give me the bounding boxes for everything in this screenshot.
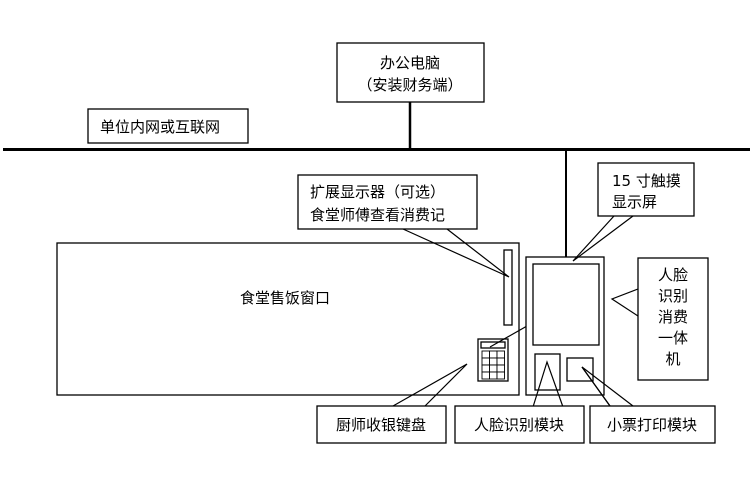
face-module-label: 人脸识别模块	[474, 416, 564, 434]
extension-display-pointer	[402, 228, 510, 278]
face-module-callout	[454, 405, 585, 444]
terminal-line5: 机	[665, 350, 680, 368]
canteen-window	[56, 242, 520, 396]
keypad-key	[481, 371, 490, 380]
keyboard-label: 厨师收银键盘	[336, 416, 426, 434]
touch-screen-line2: 显示屏	[612, 193, 657, 211]
printer-module-label: 小票打印模块	[607, 416, 697, 434]
keypad-icon	[477, 338, 509, 382]
extension-display-line1: 扩展显示器（可选）	[310, 183, 445, 201]
terminal-pointer	[610, 288, 639, 317]
keypad-key	[489, 371, 498, 380]
ticket-printer-slot	[566, 357, 594, 382]
keypad-key	[481, 364, 490, 373]
touch-screen-line1: 15 寸触摸	[612, 172, 681, 190]
keypad-key	[481, 357, 490, 366]
touch-screen-callout	[597, 162, 695, 217]
terminal-line1: 人脸	[658, 266, 688, 284]
keypad-key	[489, 364, 498, 373]
extension-display-line2: 食堂师傅查看消费记	[310, 206, 445, 224]
touch-screen-pointer	[572, 215, 634, 262]
terminal-line2: 识别	[658, 287, 688, 305]
face-module-pointer	[532, 360, 564, 408]
office-pc-line1: 办公电脑	[380, 54, 440, 72]
keypad-key	[481, 350, 490, 359]
printer-pointer	[581, 366, 634, 407]
network-label: 单位内网或互联网	[100, 118, 220, 136]
keyboard-pointer	[392, 363, 468, 407]
terminal-callout	[637, 257, 709, 381]
keypad-key	[489, 357, 498, 366]
keypad-key	[496, 364, 505, 373]
keypad-key	[489, 350, 498, 359]
keypad-key	[496, 371, 505, 380]
extension-display	[503, 249, 513, 326]
terminal-line3: 消费	[658, 308, 688, 326]
terminal-line4: 一体	[658, 329, 688, 347]
printer-module-callout	[589, 405, 716, 444]
touch-screen	[532, 263, 600, 346]
office-pc-line2: （安装财务端）	[357, 76, 462, 94]
keypad-key	[496, 357, 505, 366]
keyboard-callout	[316, 405, 447, 444]
office-pc-box	[336, 42, 485, 103]
window-label: 食堂售饭窗口	[240, 289, 330, 307]
network-label-box	[87, 108, 249, 144]
keypad-cable	[489, 325, 528, 348]
face-camera-module	[534, 353, 561, 391]
extension-display-callout	[297, 174, 478, 230]
keypad-key	[496, 350, 505, 359]
